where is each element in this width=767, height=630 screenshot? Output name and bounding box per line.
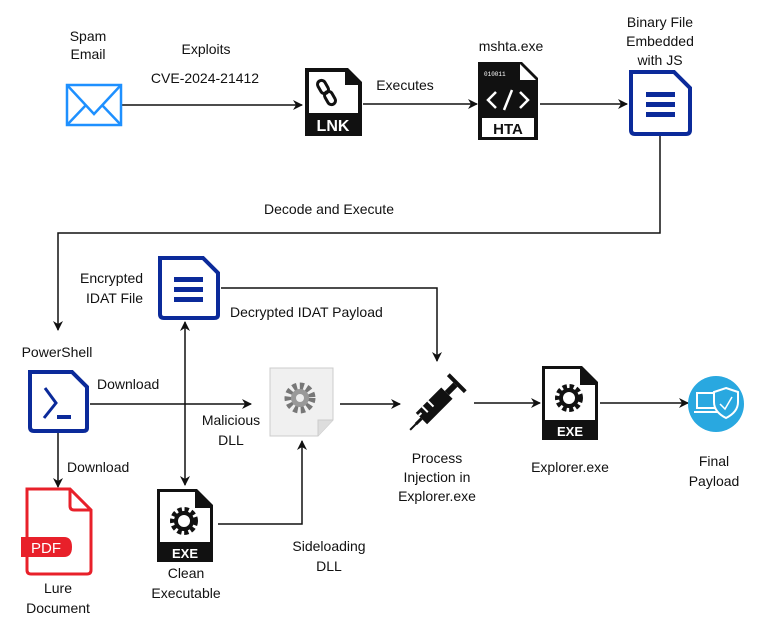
gear-icon	[284, 382, 316, 414]
arrow-binary-to-powershell	[53, 136, 661, 331]
clean-exe-badge: EXE	[172, 546, 198, 561]
powershell-icon	[28, 370, 89, 433]
lure-document-line2: Document	[26, 600, 90, 616]
code-brackets-icon	[486, 89, 530, 111]
hta-bits: 010011	[484, 71, 506, 78]
edge-label-download-dll: Download	[97, 376, 160, 392]
process-injection-line3: Explorer.exe	[398, 488, 476, 504]
lure-document-line1: Lure	[43, 580, 73, 596]
edge-label-decode-execute: Decode and Execute	[264, 201, 394, 217]
encrypted-idat-label: Encrypted IDAT File	[80, 268, 143, 308]
mshta-label: mshta.exe	[478, 38, 544, 54]
sideloading-line2: DLL	[316, 558, 342, 574]
arrow-idat-to-injection	[221, 287, 442, 362]
clean-exe-icon: EXE	[157, 489, 213, 562]
explorer-badge: EXE	[557, 424, 583, 439]
edge-label-exploits: Exploits	[181, 41, 231, 57]
binary-file-label: Binary File Embedded with JS	[626, 13, 694, 70]
laptop-shield-icon	[688, 376, 744, 432]
pdf-file-icon: PDF	[21, 487, 93, 576]
spam-email-line1: Spam	[69, 28, 107, 44]
link-chain-icon	[316, 78, 337, 107]
encrypted-idat-line2: IDAT File	[86, 290, 144, 306]
spam-email-line2: Email	[70, 46, 106, 62]
malicious-dll-label: Malicious DLL	[202, 410, 260, 450]
document-icon	[629, 70, 692, 136]
syringe-icon	[409, 373, 467, 431]
binary-file-line2: Embedded	[626, 33, 694, 49]
final-payload-label: Final Payload	[689, 451, 740, 491]
hta-badge: HTA	[493, 121, 523, 138]
final-payload-line2: Payload	[688, 473, 740, 489]
clean-executable-label: Clean Executable	[151, 563, 220, 603]
encrypted-idat-document-icon	[158, 256, 220, 320]
clean-executable-line2: Executable	[151, 585, 221, 601]
gear-icon	[555, 384, 583, 412]
process-injection-label: Process Injection in Explorer.exe	[398, 449, 476, 506]
edge-label-sideloading: Sideloading DLL	[292, 536, 365, 576]
lure-document-label: Lure Document	[26, 578, 90, 618]
process-injection-line2: Injection in	[403, 469, 471, 485]
hta-file-icon: 010011 HTA	[478, 62, 538, 140]
binary-file-line1: Binary File	[626, 14, 694, 30]
sideloading-line1: Sideloading	[292, 538, 366, 554]
lnk-file-icon: LNK	[305, 68, 362, 136]
encrypted-idat-line1: Encrypted	[80, 270, 144, 286]
process-injection-line1: Process	[411, 450, 463, 466]
pdf-badge: PDF	[31, 540, 61, 557]
arrow-clean-to-dll	[218, 440, 307, 525]
explorer-exe-icon: EXE	[542, 366, 598, 440]
binary-file-line3: with JS	[637, 52, 683, 68]
spam-email-label: Spam Email	[70, 27, 107, 63]
gear-icon	[170, 507, 198, 535]
final-payload-line1: Final	[698, 453, 730, 469]
edge-label-cve: CVE-2024-21412	[150, 70, 260, 86]
powershell-label: PowerShell	[21, 344, 93, 360]
email-icon	[65, 83, 123, 127]
explorer-label: Explorer.exe	[531, 459, 609, 475]
edge-label-decrypted-payload: Decrypted IDAT Payload	[230, 304, 383, 320]
edge-label-executes: Executes	[376, 77, 434, 93]
lnk-badge: LNK	[317, 118, 350, 135]
edge-label-download-lure: Download	[67, 459, 130, 475]
clean-executable-line1: Clean	[167, 565, 205, 581]
dll-file-icon	[269, 367, 334, 437]
malicious-dll-line1: Malicious	[201, 412, 261, 428]
malicious-dll-line2: DLL	[218, 432, 244, 448]
